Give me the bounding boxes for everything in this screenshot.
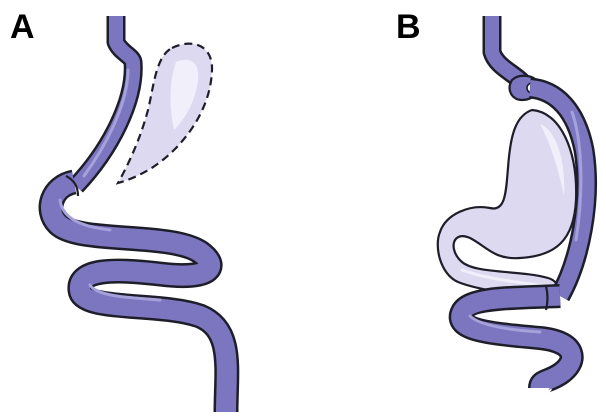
panel-label-a: A [10, 10, 35, 44]
panel-b-esophagus [492, 16, 522, 82]
panel-b-stomach-shape [438, 110, 576, 296]
panel-b [438, 16, 587, 388]
panel-a [51, 16, 227, 412]
panel-b-bypassed-stomach [438, 110, 576, 296]
panel-label-b: B [396, 10, 421, 44]
panel-b-common-channel [461, 286, 572, 388]
panel-a-esophagus-sleeve [76, 16, 133, 186]
panel-a-small-intestine [51, 176, 227, 412]
